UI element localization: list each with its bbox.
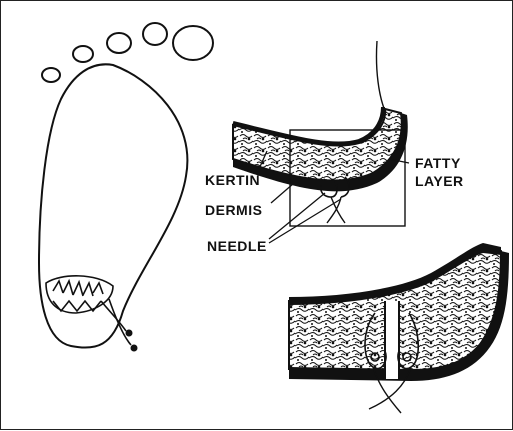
suture-knot-1: [126, 330, 133, 337]
foot-outline: [39, 23, 213, 348]
toe-3: [107, 33, 131, 53]
label-fatty: FATTY: [415, 155, 461, 171]
upper-skin-section: [233, 41, 408, 226]
label-layer: LAYER: [415, 173, 464, 189]
toe-4: [73, 46, 93, 62]
enlarged-skin-section: [289, 243, 509, 413]
heel-sutures: [46, 276, 131, 345]
toe-5: [42, 68, 60, 82]
label-needle: NEEDLE: [207, 238, 267, 254]
label-kertin: KERTIN: [205, 172, 260, 188]
big-toe: [173, 26, 213, 60]
label-dermis: DERMIS: [205, 202, 262, 218]
suture-knot-2: [131, 345, 138, 352]
toe-2: [143, 23, 167, 45]
